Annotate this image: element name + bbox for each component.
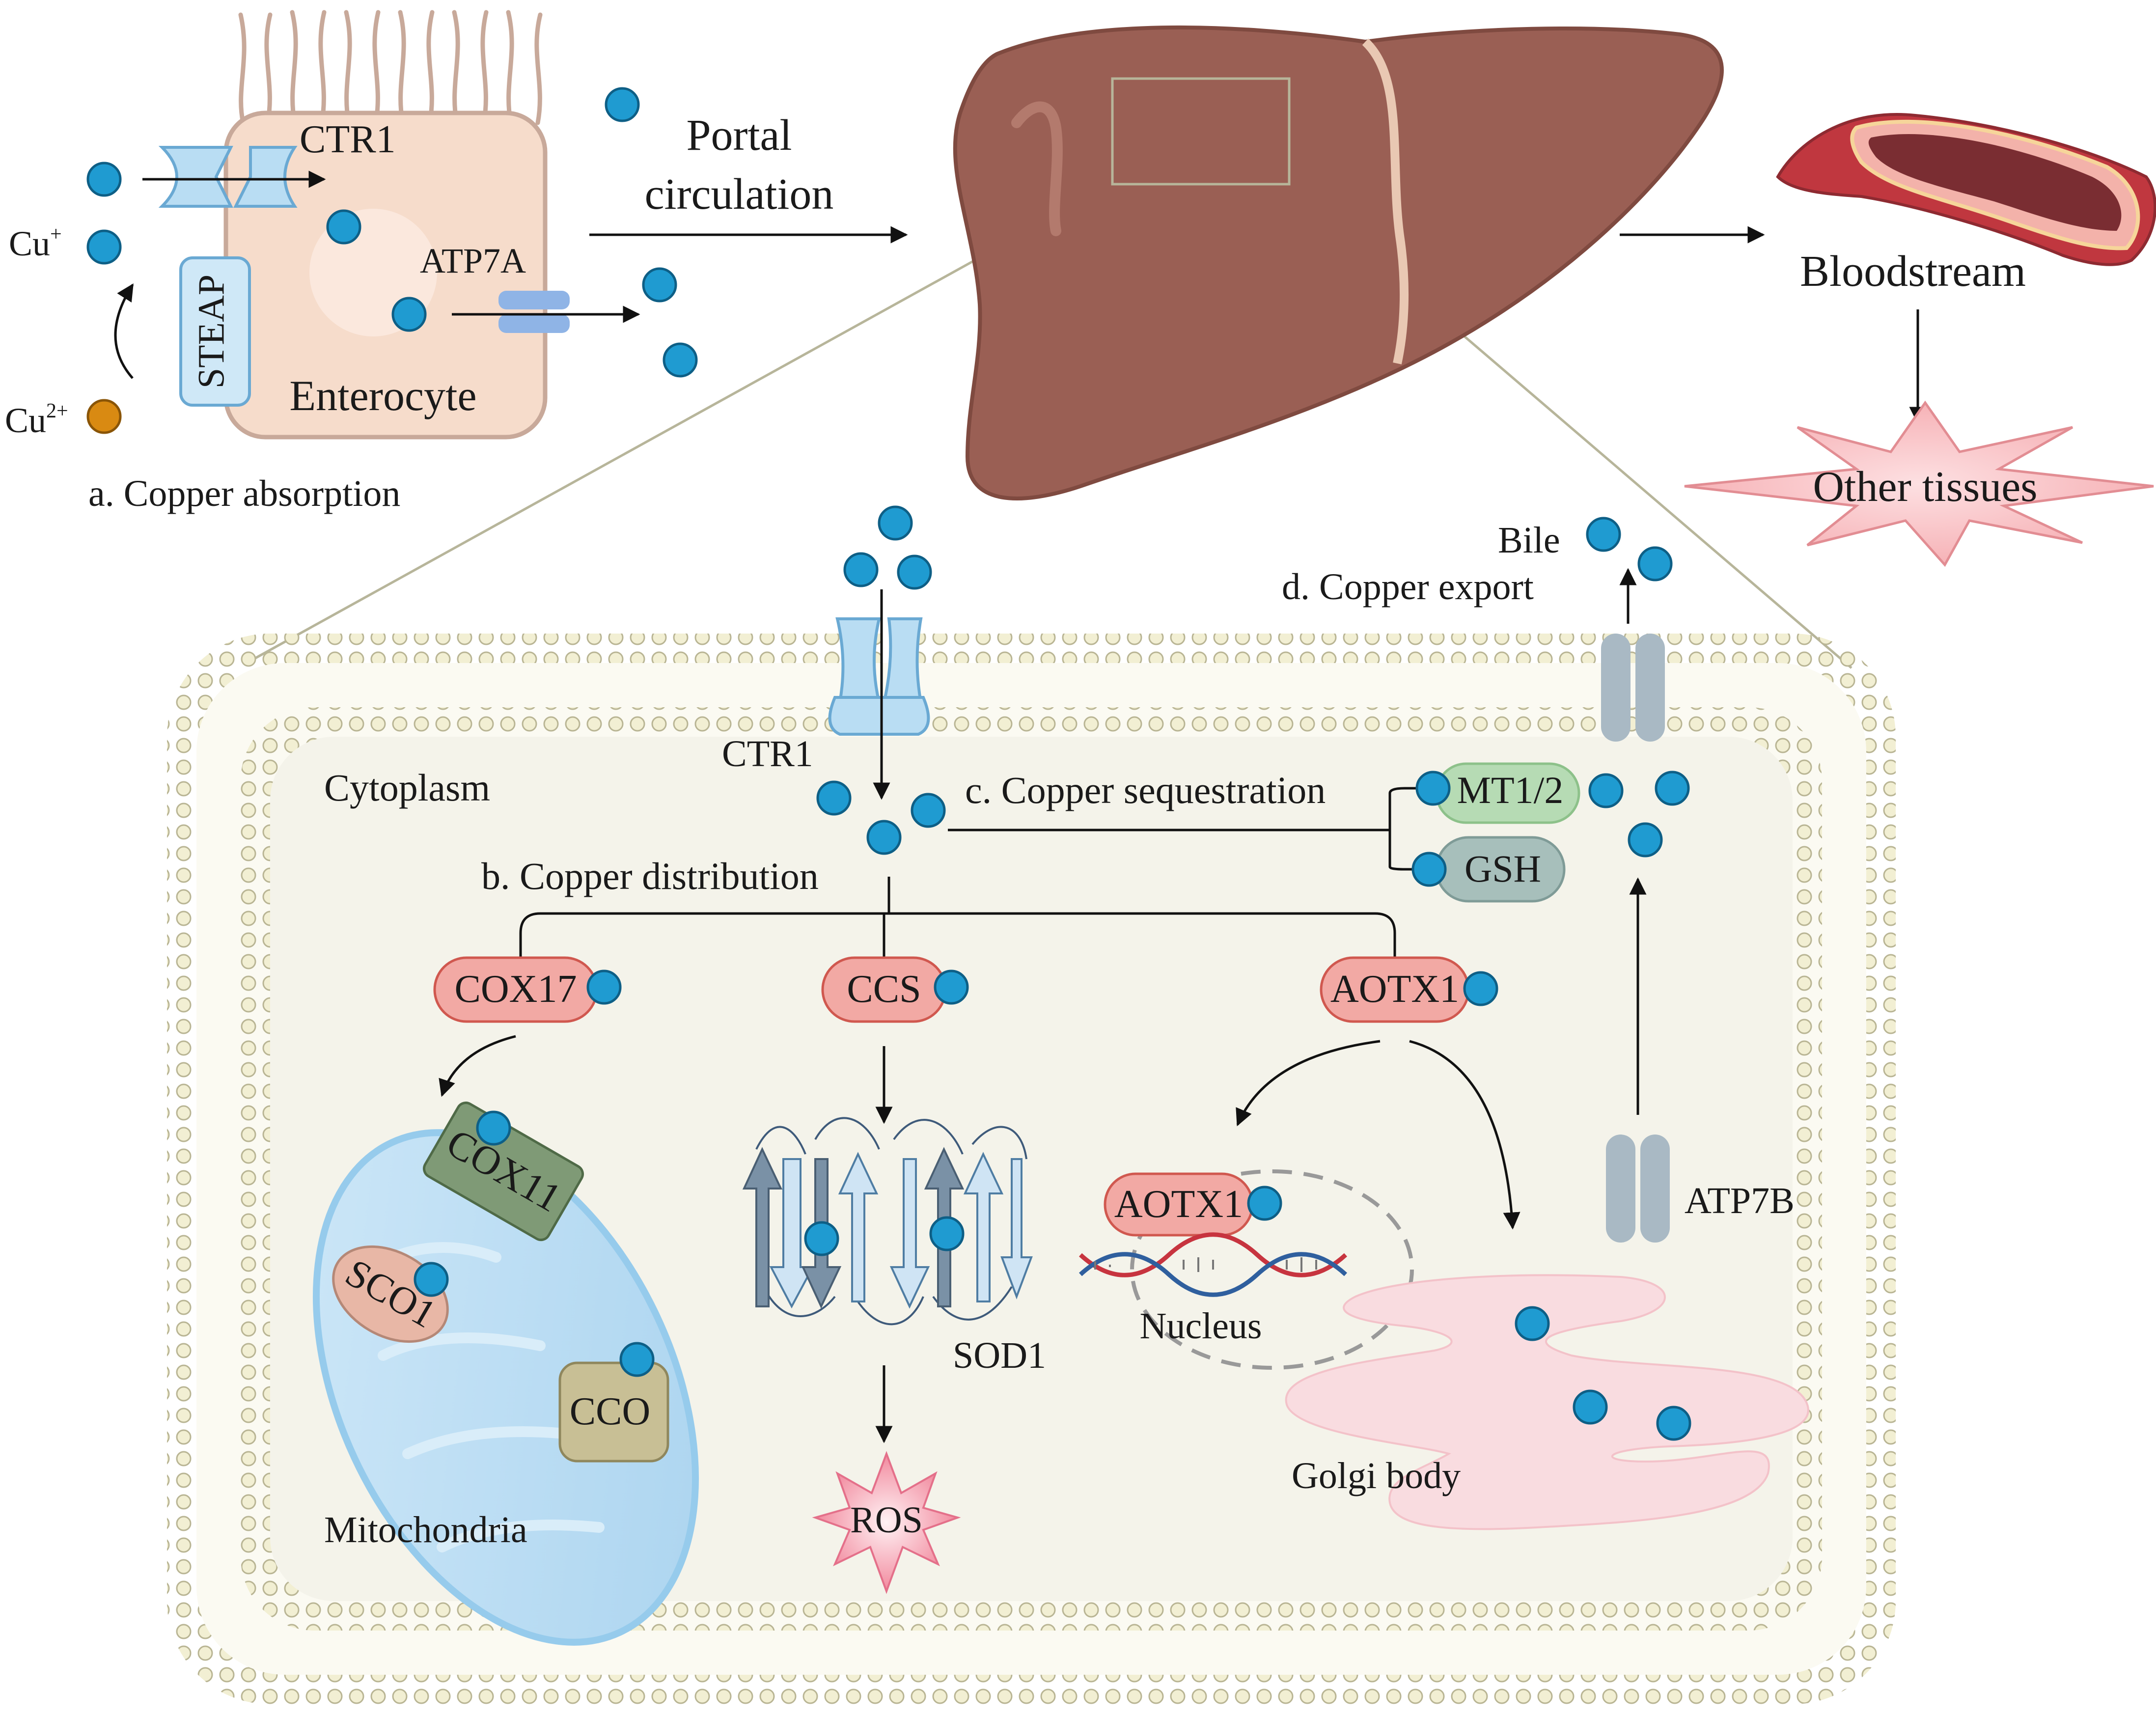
- copper-ion: [1415, 771, 1451, 806]
- copper-ion: [1637, 546, 1673, 581]
- cytoplasm-label: Cytoplasm: [324, 766, 490, 809]
- atp7b-label: ATP7B: [1685, 1180, 1795, 1221]
- copper-ion: [843, 552, 879, 587]
- copper-ion: [1411, 852, 1447, 887]
- cco-label: CCO: [570, 1390, 651, 1433]
- atp7a-label: ATP7A: [420, 241, 526, 280]
- copper-ion: [619, 1342, 655, 1377]
- copper-ion: [804, 1221, 839, 1256]
- golgi-body: Golgi body: [1285, 1274, 1809, 1530]
- copper-ion: [866, 820, 902, 855]
- ccs-label: CCS: [847, 968, 921, 1011]
- atp7b-left: [1606, 1135, 1635, 1243]
- ctr1-label-a: CTR1: [300, 118, 396, 161]
- portal-circulation: Portal circulation: [589, 111, 908, 244]
- reduction-arrow: [114, 283, 134, 379]
- copper-ion: [326, 209, 361, 245]
- enterocyte-label: Enterocyte: [289, 372, 476, 420]
- sod1-protein: SOD1: [742, 1117, 1046, 1376]
- copper-ion: [1247, 1186, 1282, 1221]
- other-tissues: Other tissues: [1684, 400, 2154, 567]
- dna-helix: [1078, 1232, 1348, 1297]
- copper-ion: [1515, 1306, 1550, 1341]
- golgi-label: Golgi body: [1292, 1455, 1461, 1496]
- bloodstream-label: Bloodstream: [1800, 247, 2026, 296]
- sequestration-line: [948, 787, 1427, 871]
- absorption-caption: a. Copper absorption: [88, 473, 400, 514]
- nucleus-aotx1-label: AOTX1: [1114, 1183, 1243, 1226]
- bile-label: Bile: [1498, 520, 1560, 561]
- copper-ion: [391, 297, 427, 332]
- cco-protein: [558, 1361, 669, 1463]
- copper-ion: [86, 229, 122, 265]
- sod1-label: SOD1: [953, 1335, 1046, 1376]
- distribution-tree: [519, 877, 1396, 963]
- atp7b-membrane-left: [1601, 634, 1631, 742]
- portal-label-line2: circulation: [645, 170, 834, 219]
- distribution-label: b. Copper distribution: [481, 855, 819, 897]
- zoom-box: [1111, 77, 1291, 186]
- copper-ion: [1588, 773, 1624, 808]
- copper-ion: [1655, 771, 1690, 806]
- cox17-label: COX17: [455, 968, 577, 1011]
- export-label: d. Copper export: [1282, 566, 1534, 608]
- portal-label-line1: Portal: [687, 111, 792, 160]
- mt-label: MT1/2: [1457, 769, 1564, 811]
- copper-ion: [414, 1262, 449, 1297]
- copper-ion: [911, 793, 946, 828]
- other-tissues-label: Other tissues: [1813, 463, 2037, 511]
- atp7b-right: [1640, 1135, 1670, 1243]
- ros: ROS: [812, 1451, 961, 1594]
- hepatocyte-ctr1: [828, 617, 930, 736]
- liver: [953, 25, 1765, 500]
- gsh-label: GSH: [1465, 847, 1541, 890]
- falciform-ligament: [1362, 38, 1409, 364]
- copper-ion: [642, 267, 677, 303]
- absorption-panel: STEAP CTR1 ATP7A Enterocyte Cu+ Cu2+ a. …: [5, 10, 698, 514]
- copper-ion: [929, 1216, 965, 1251]
- copper-ion: [86, 162, 122, 197]
- atp7a-transporter-bottom: [498, 314, 570, 333]
- copper-ion: [605, 87, 640, 122]
- copper-ion: [586, 969, 622, 1005]
- nucleus: AOTX1 Nucleus: [1078, 1169, 1414, 1370]
- copper-ion: [1628, 822, 1663, 858]
- copper-ion: [897, 554, 932, 590]
- ctr1-label-b: CTR1: [722, 733, 813, 775]
- copper-ion: [934, 969, 969, 1005]
- ctr1-transporter: [158, 146, 298, 208]
- copper-ion: [816, 780, 852, 816]
- mitochondria-label: Mitochondria: [324, 1509, 527, 1550]
- cu-plus-label: Cu+: [9, 223, 62, 263]
- cox17-to-mito-arrow: [439, 1035, 516, 1097]
- atp7a-transporter-top: [498, 291, 570, 309]
- copper-ion: [663, 342, 698, 378]
- copper-ion: [1586, 517, 1621, 552]
- aotx1-to-nucleus-arrow: [1236, 1040, 1381, 1127]
- aotx1-to-golgi-arrow: [1409, 1040, 1520, 1230]
- zoom-line-left: [254, 183, 1113, 660]
- ros-label: ROS: [850, 1499, 923, 1541]
- liver-highlight: [1011, 101, 1063, 236]
- cu2-plus-label: Cu2+: [5, 400, 68, 440]
- sequestration-label: c. Copper sequestration: [965, 769, 1326, 811]
- atp7b-membrane-right: [1635, 634, 1665, 742]
- microvilli: [238, 10, 543, 125]
- blood-vessel: Bloodstream: [1776, 112, 2156, 424]
- steap-label: STEAP: [191, 275, 232, 388]
- copper-ion: [1656, 1406, 1691, 1441]
- steap-protein: [179, 256, 251, 407]
- copper-ion: [1573, 1389, 1608, 1425]
- aotx1-label: AOTX1: [1330, 968, 1459, 1011]
- copper-ion: [878, 505, 913, 541]
- copper-ion: [476, 1110, 511, 1146]
- copper-2plus-ion: [86, 399, 122, 434]
- nucleus-label: Nucleus: [1139, 1305, 1262, 1347]
- copper-ion: [1463, 971, 1498, 1006]
